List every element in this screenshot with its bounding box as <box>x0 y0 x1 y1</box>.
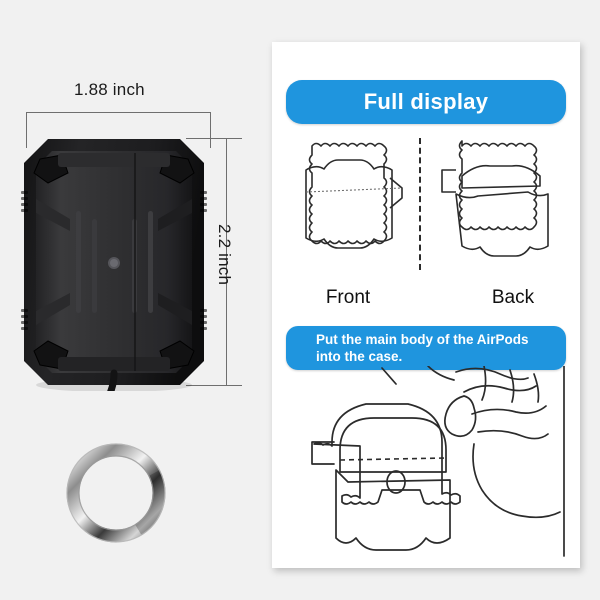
ridge-grooves <box>76 211 153 313</box>
banner-put-body-line2: into the case. <box>316 349 403 364</box>
view-label-back: Back <box>491 287 535 308</box>
product-photo-rugged-case <box>21 139 207 391</box>
bottom-plate <box>58 357 170 371</box>
banner-put-body: Put the main body of the AirPods into th… <box>286 326 566 370</box>
height-dimension-line <box>226 138 227 386</box>
strut-upper-right <box>158 199 192 231</box>
illustration-hand-inserting-case <box>311 366 565 557</box>
width-tick-left <box>26 112 27 148</box>
view-divider <box>419 138 421 270</box>
banner-put-body-line1: Put the main body of the AirPods <box>316 332 529 347</box>
strut-upper-left <box>36 199 70 231</box>
instruction-card: Full display Front Back Put the main bod… <box>272 42 580 568</box>
lanyard-strap <box>107 369 118 391</box>
width-dimension-label: 1.88 inch <box>74 80 145 99</box>
top-plate <box>58 153 170 167</box>
right-grip-serrations <box>200 191 207 330</box>
banner-full-display: Full display <box>286 80 566 124</box>
illustration-back-view <box>441 140 549 257</box>
view-label-front: Front <box>325 287 371 308</box>
width-dimension-line <box>26 112 211 113</box>
left-grip-serrations <box>21 191 28 330</box>
strut-lower-right <box>158 293 192 325</box>
height-tick-top <box>186 138 242 139</box>
corner-bumpers <box>33 154 195 370</box>
height-tick-bottom <box>186 385 242 386</box>
height-dimension-label: 2.2 inch <box>215 224 234 286</box>
width-tick-right <box>210 112 211 148</box>
strut-lower-left <box>36 293 70 325</box>
split-keyring <box>66 443 166 543</box>
illustration-front-view <box>305 142 403 249</box>
